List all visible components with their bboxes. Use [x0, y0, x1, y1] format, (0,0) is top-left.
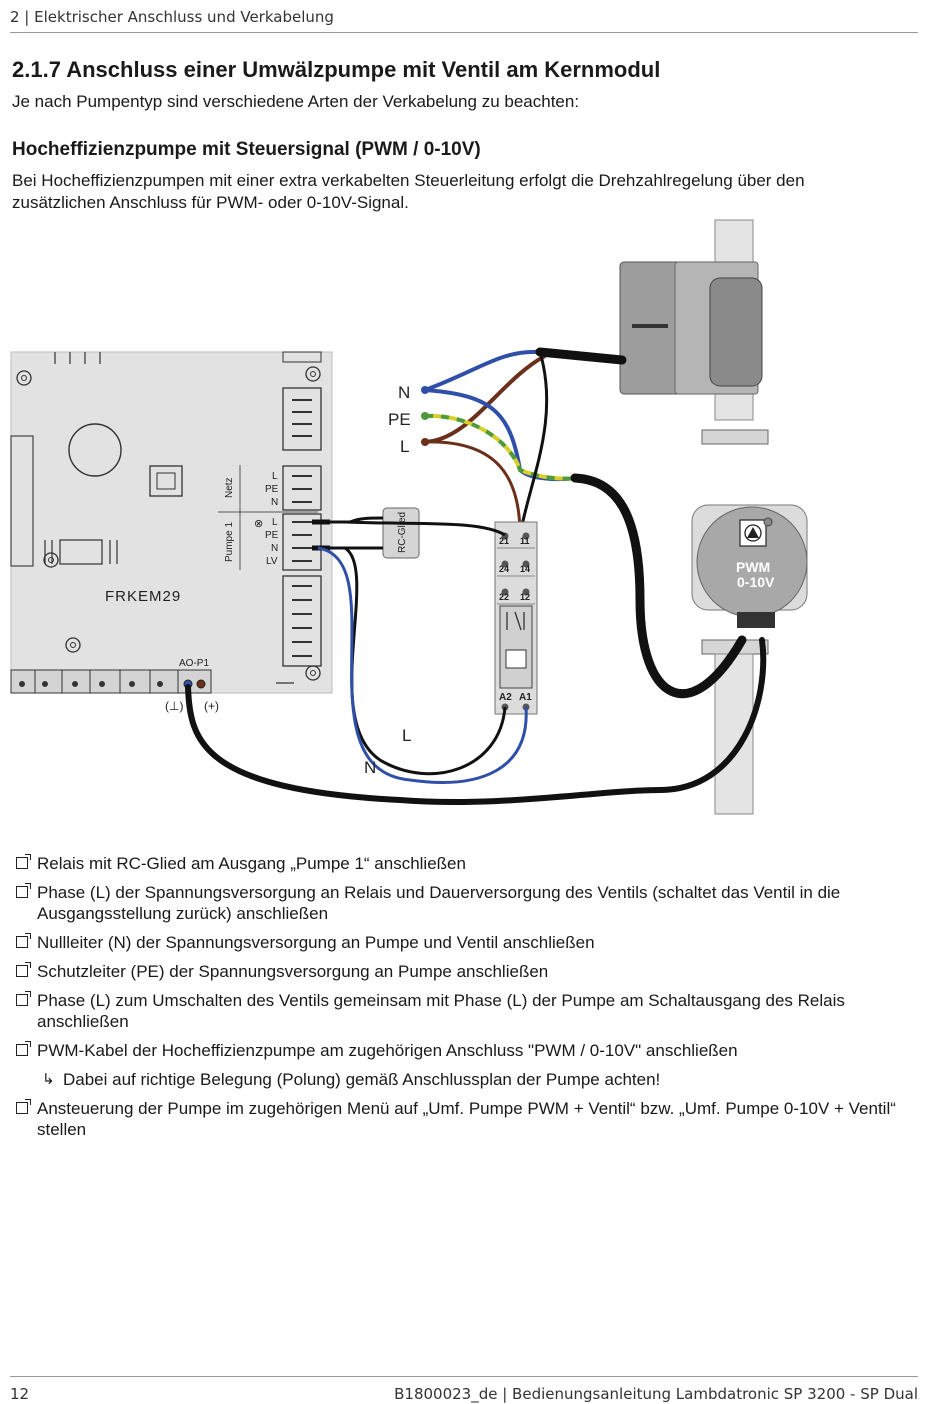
mounting-hole-icon	[43, 552, 59, 568]
ao-label: AO-P1	[179, 658, 209, 669]
relay-terminal-screw-icon	[522, 588, 530, 596]
step-list: Relais mit RC-Glied am Ausgang „Pumpe 1“…	[16, 853, 916, 1148]
step-item: Relais mit RC-Glied am Ausgang „Pumpe 1“…	[16, 853, 916, 874]
pump: PWM 0-10V	[691, 504, 808, 815]
checkbox-icon	[16, 991, 31, 1006]
pump-label-010v: 0-10V	[737, 574, 775, 590]
subsection-title: Hocheffizienzpumpe mit Steuersignal (PWM…	[12, 139, 481, 160]
relay-terminal-screw-icon	[501, 560, 509, 568]
result-arrow-icon: ↳	[42, 1070, 55, 1088]
supply-label-n: N	[398, 383, 410, 402]
checkbox-icon	[16, 854, 31, 869]
supply-label-l: L	[400, 437, 409, 456]
netz-label: Netz	[224, 477, 235, 498]
netz-terminal-n: N	[271, 497, 278, 508]
valve-actuator	[619, 219, 769, 445]
checkbox-icon	[16, 933, 31, 948]
checkbox-icon	[16, 883, 31, 898]
control-board: FRKEM29 Netz Pumpe 1 L PE N ⊗ L PE N LV …	[10, 351, 333, 694]
step-item: PWM-Kabel der Hocheffizienzpumpe am zuge…	[16, 1040, 916, 1061]
pumpe-label: Pumpe 1	[224, 522, 235, 562]
step-item: Nullleiter (N) der Spannungsversorgung a…	[16, 932, 916, 953]
step-item: Schutzleiter (PE) der Spannungsversorgun…	[16, 961, 916, 982]
netz-terminal-pe: PE	[265, 484, 279, 495]
wiring-diagram: FRKEM29 Netz Pumpe 1 L PE N ⊗ L PE N LV …	[10, 219, 808, 815]
checkbox-icon	[16, 1041, 31, 1056]
rc-glied: RC-Glied	[382, 507, 420, 559]
mounting-hole-icon	[16, 370, 32, 386]
relay-terminal-screw-icon	[522, 560, 530, 568]
footer-rule	[10, 1376, 918, 1377]
wire-label-n: N	[364, 758, 376, 777]
pumpe-terminal-lv: LV	[266, 556, 278, 567]
header-rule	[10, 32, 918, 33]
step-item: Phase (L) zum Umschalten des Ventils gem…	[16, 990, 916, 1032]
netz-terminal-l: L	[272, 471, 278, 482]
relay-terminal-screw-icon	[501, 588, 509, 596]
relay-terminal-label: 24	[499, 564, 509, 574]
relay-terminal-label: 11	[520, 536, 530, 546]
relay-coil-a1: A1	[519, 692, 532, 703]
pumpe-terminal-l: L	[272, 517, 278, 528]
supply-label-pe: PE	[388, 410, 411, 429]
relay-coil-a2: A2	[499, 692, 512, 703]
relay-terminal-label: 12	[520, 592, 530, 602]
capacitor-icon	[68, 423, 122, 477]
mounting-hole-icon	[65, 637, 81, 653]
triac-icon: ⊗	[254, 518, 263, 530]
step-item: Ansteuerung der Pumpe im zugehörigen Men…	[16, 1098, 916, 1140]
pump-label-pwm: PWM	[736, 559, 770, 575]
relay-terminal-label: 22	[499, 592, 509, 602]
relay: 21 11 24 14 22 12 A2 A1	[494, 521, 538, 715]
section-intro: Je nach Pumpentyp sind verschiedene Arte…	[12, 92, 580, 111]
wire-label-l: L	[402, 726, 411, 745]
ao-plus-label: (+)	[204, 699, 219, 713]
pumpe-terminal-n: N	[271, 543, 278, 554]
relay-terminal-label: 21	[499, 536, 509, 546]
subsection-text: Bei Hocheffizienzpumpen mit einer extra …	[12, 171, 805, 212]
rc-label: RC-Glied	[397, 512, 408, 553]
relay-terminal-label: 14	[520, 564, 530, 574]
step-note: ↳Dabei auf richtige Belegung (Polung) ge…	[42, 1070, 661, 1089]
relay-terminal-screw-icon	[522, 532, 530, 540]
checkbox-icon	[16, 962, 31, 977]
mounting-hole-icon	[305, 366, 321, 382]
board-label: FRKEM29	[105, 588, 181, 605]
pumpe-terminal-pe: PE	[265, 530, 279, 541]
section-title: 2.1.7 Anschluss einer Umwälzpumpe mit Ve…	[12, 57, 661, 82]
ao-minus-label: (⊥)	[165, 699, 183, 713]
page-header: 2 | Elektrischer Anschluss und Verkabelu…	[10, 8, 334, 26]
pump-symbol-icon	[744, 524, 762, 542]
page-number: 12	[10, 1385, 30, 1403]
checkbox-icon	[16, 1099, 31, 1114]
step-item: Phase (L) der Spannungsversorgung an Rel…	[16, 882, 916, 924]
doc-title: B1800023_de | Bedienungsanleitung Lambda…	[394, 1385, 918, 1403]
